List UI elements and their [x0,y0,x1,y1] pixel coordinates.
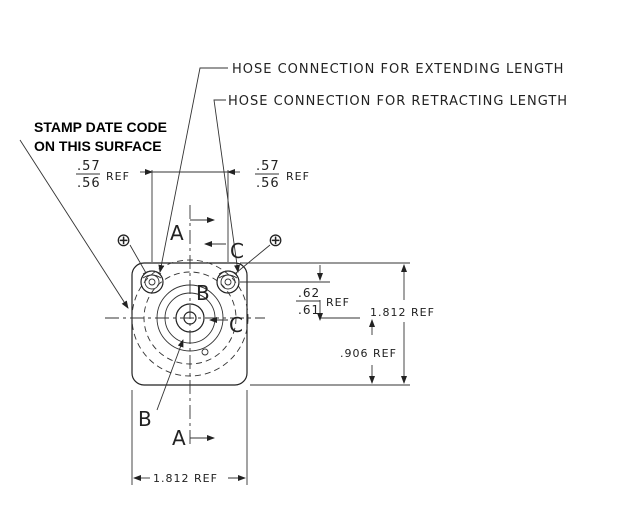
true-position-symbol-left: ⊕ [116,230,132,251]
hose-port-extend [140,270,164,294]
dim-left-top: .57 [77,159,101,174]
dim-total-width: 1.812 REF [153,472,218,485]
dim-mid-top: .62 [298,286,320,300]
dim-right-top: .57 [256,159,280,174]
dim-mid-bottom: .61 [298,303,320,317]
dim-half-height: .906 REF [340,347,397,360]
stamp-label-line1: STAMP DATE CODE [34,119,167,135]
section-c-right: C [229,313,244,337]
leader-hose-extend [158,67,228,273]
dim-total-height: 1.812 REF [370,306,435,319]
small-bolt-hole [201,348,209,356]
section-b-bottom: B [138,407,153,431]
section-b-top: B [196,281,211,305]
dim-right-ref: REF [286,170,310,183]
leader-hose-retract [213,99,241,273]
hose-port-retract [216,270,240,294]
leader-stamp [19,139,129,309]
section-a-bottom: A [172,426,187,450]
section-a-top: A [170,221,185,245]
dim-mid-ref: REF [326,296,350,309]
dim-left-ref: REF [106,170,130,183]
section-c-top: C [230,239,245,263]
callout-hose-extend: HOSE CONNECTION FOR EXTENDING LENGTH [232,62,564,77]
true-position-symbol-right: ⊕ [268,230,284,251]
callout-hose-retract: HOSE CONNECTION FOR RETRACTING LENGTH [228,94,568,109]
dim-right-bottom: .56 [256,176,280,191]
dim-left-bottom: .56 [77,176,101,191]
stamp-label-line2: ON THIS SURFACE [34,138,162,154]
